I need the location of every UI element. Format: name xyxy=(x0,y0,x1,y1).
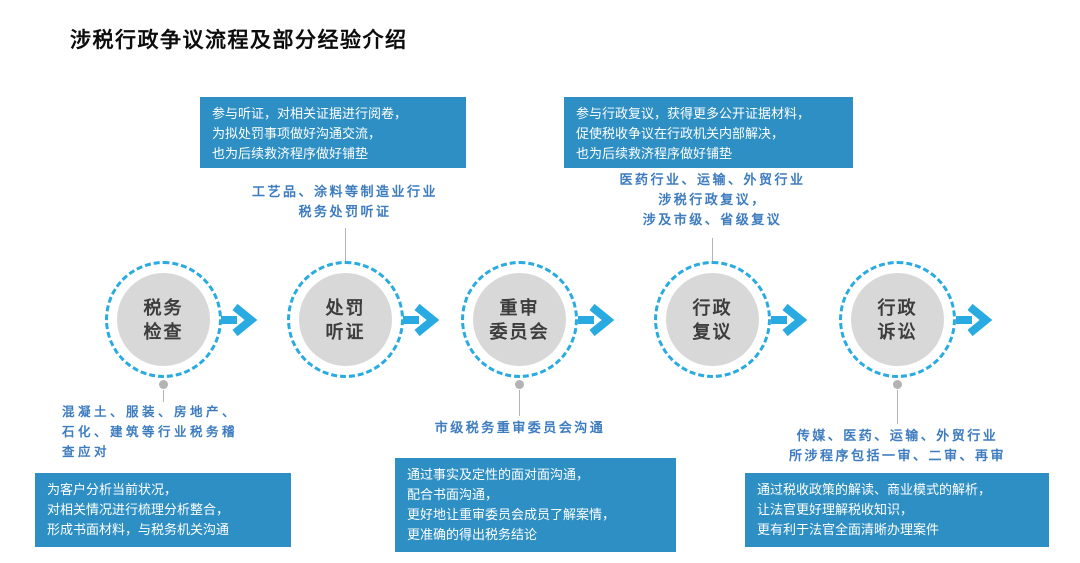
stage-circle-tax-inspection: 税务 检查 xyxy=(105,261,222,378)
info-box-line: 更准确的得出税务结论 xyxy=(407,527,538,542)
info-box-line: 促使税收争议在行政机关内部解决， xyxy=(576,126,785,141)
info-box-review-committee: 通过事实及定性的面对面沟通， 配合书面沟通， 更好地让重审委员会成员了解案情， … xyxy=(395,458,676,552)
arrow-right-icon xyxy=(769,303,813,337)
note-line: 涉税行政复议， xyxy=(658,192,767,207)
stage-label-line: 听证 xyxy=(325,321,366,342)
note-line: 查应对 xyxy=(62,445,111,459)
note-tax-inspection: 混凝土、服装、房地产、 石化、建筑等行业税务稽 查应对 xyxy=(62,402,292,462)
note-line: 混凝土、服装、房地产、 xyxy=(62,405,239,419)
connector-line-review-committee xyxy=(519,390,520,416)
info-box-line: 通过事实及定性的面对面沟通， xyxy=(407,467,590,482)
stage-label-penalty-hearing: 处罚 听证 xyxy=(299,273,392,366)
info-box-line: 形成书面材料，与税务机关沟通 xyxy=(47,522,230,537)
info-box-line: 更有利于法官全面清晰办理案件 xyxy=(757,522,940,537)
connector-line-administrative-reconsideration xyxy=(712,238,713,261)
info-box-administrative-litigation: 通过税收政策的解读、商业模式的解析， 让法官更好理解税收知识， 更有利于法官全面… xyxy=(745,473,1049,547)
info-box-line: 配合书面沟通， xyxy=(407,487,499,502)
info-box-line: 也为后续救济程序做好铺垫 xyxy=(576,146,733,161)
connector-line-penalty-hearing xyxy=(345,228,346,261)
stage-label-line: 重审 xyxy=(499,297,540,318)
stage-circle-review-committee: 重审 委员会 xyxy=(461,261,578,378)
note-line: 所涉程序包括一审、二审、再审 xyxy=(788,448,1006,463)
info-box-line: 让法官更好理解税收知识， xyxy=(757,502,914,517)
note-administrative-reconsideration: 医药行业、运输、外贸行业 涉税行政复议， 涉及市级、省级复议 xyxy=(585,170,840,230)
info-box-administrative-reconsideration: 参与行政复议，获得更多公开证据材料， 促使税收争议在行政机关内部解决， 也为后续… xyxy=(564,97,853,168)
info-box-line: 为客户分析当前状况， xyxy=(47,482,178,497)
connector-line-tax-inspection xyxy=(163,390,164,402)
info-box-line: 对相关情况进行梳理分析整合， xyxy=(47,502,230,517)
stage-label-line: 行政 xyxy=(692,297,733,318)
stage-label-review-committee: 重审 委员会 xyxy=(473,273,566,366)
connector-dot-tax-inspection xyxy=(159,380,168,389)
info-box-line: 参与行政复议，获得更多公开证据材料， xyxy=(576,106,811,121)
stage-circle-administrative-litigation: 行政 诉讼 xyxy=(839,261,956,378)
connector-dot-administrative-litigation xyxy=(893,380,902,389)
stage-label-line: 复议 xyxy=(692,321,733,342)
connector-line-administrative-litigation xyxy=(897,390,898,424)
stage-label-line: 委员会 xyxy=(489,321,550,342)
info-box-penalty-hearing: 参与听证，对相关证据进行阅卷， 为拟处罚事项做好沟通交流， 也为后续救济程序做好… xyxy=(200,97,466,168)
stage-label-line: 检查 xyxy=(143,321,184,342)
note-administrative-litigation: 传媒、医药、运输、外贸行业 所涉程序包括一审、二审、再审 xyxy=(750,426,1045,466)
note-penalty-hearing: 工艺品、涂料等制造业行业 税务处罚听证 xyxy=(225,182,465,222)
info-box-line: 参与听证，对相关证据进行阅卷， xyxy=(212,106,408,121)
stage-label-line: 诉讼 xyxy=(877,321,918,342)
note-line: 税务处罚听证 xyxy=(298,204,392,219)
info-box-line: 更好地让重审委员会成员了解案情， xyxy=(407,507,616,522)
page-title: 涉税行政争议流程及部分经验介绍 xyxy=(70,29,408,52)
stage-circle-penalty-hearing: 处罚 听证 xyxy=(287,261,404,378)
note-line: 医药行业、运输、外贸行业 xyxy=(619,172,806,187)
note-line: 石化、建筑等行业税务稽 xyxy=(62,425,239,439)
stage-label-administrative-reconsideration: 行政 复议 xyxy=(666,273,759,366)
stage-label-line: 处罚 xyxy=(325,297,366,318)
note-line: 传媒、医药、运输、外贸行业 xyxy=(796,428,999,443)
note-review-committee: 市级税务重审委员会沟通 xyxy=(395,418,645,438)
info-box-tax-inspection: 为客户分析当前状况， 对相关情况进行梳理分析整合， 形成书面材料，与税务机关沟通 xyxy=(35,473,291,547)
info-box-line: 为拟处罚事项做好沟通交流， xyxy=(212,126,382,141)
note-line: 涉及市级、省级复议 xyxy=(642,212,783,227)
info-box-line: 通过税收政策的解读、商业模式的解析， xyxy=(757,482,992,497)
stage-label-tax-inspection: 税务 检查 xyxy=(117,273,210,366)
arrow-right-icon xyxy=(219,303,263,337)
arrow-right-icon xyxy=(401,303,445,337)
connector-dot-review-committee xyxy=(515,380,524,389)
arrow-right-icon xyxy=(954,303,998,337)
note-line: 工艺品、涂料等制造业行业 xyxy=(251,184,438,199)
stage-label-line: 行政 xyxy=(877,297,918,318)
stage-circle-administrative-reconsideration: 行政 复议 xyxy=(654,261,771,378)
arrow-right-icon xyxy=(576,303,620,337)
info-box-line: 也为后续救济程序做好铺垫 xyxy=(212,146,369,161)
note-line: 市级税务重审委员会沟通 xyxy=(434,420,606,435)
stage-label-administrative-litigation: 行政 诉讼 xyxy=(851,273,944,366)
stage-label-line: 税务 xyxy=(143,297,184,318)
